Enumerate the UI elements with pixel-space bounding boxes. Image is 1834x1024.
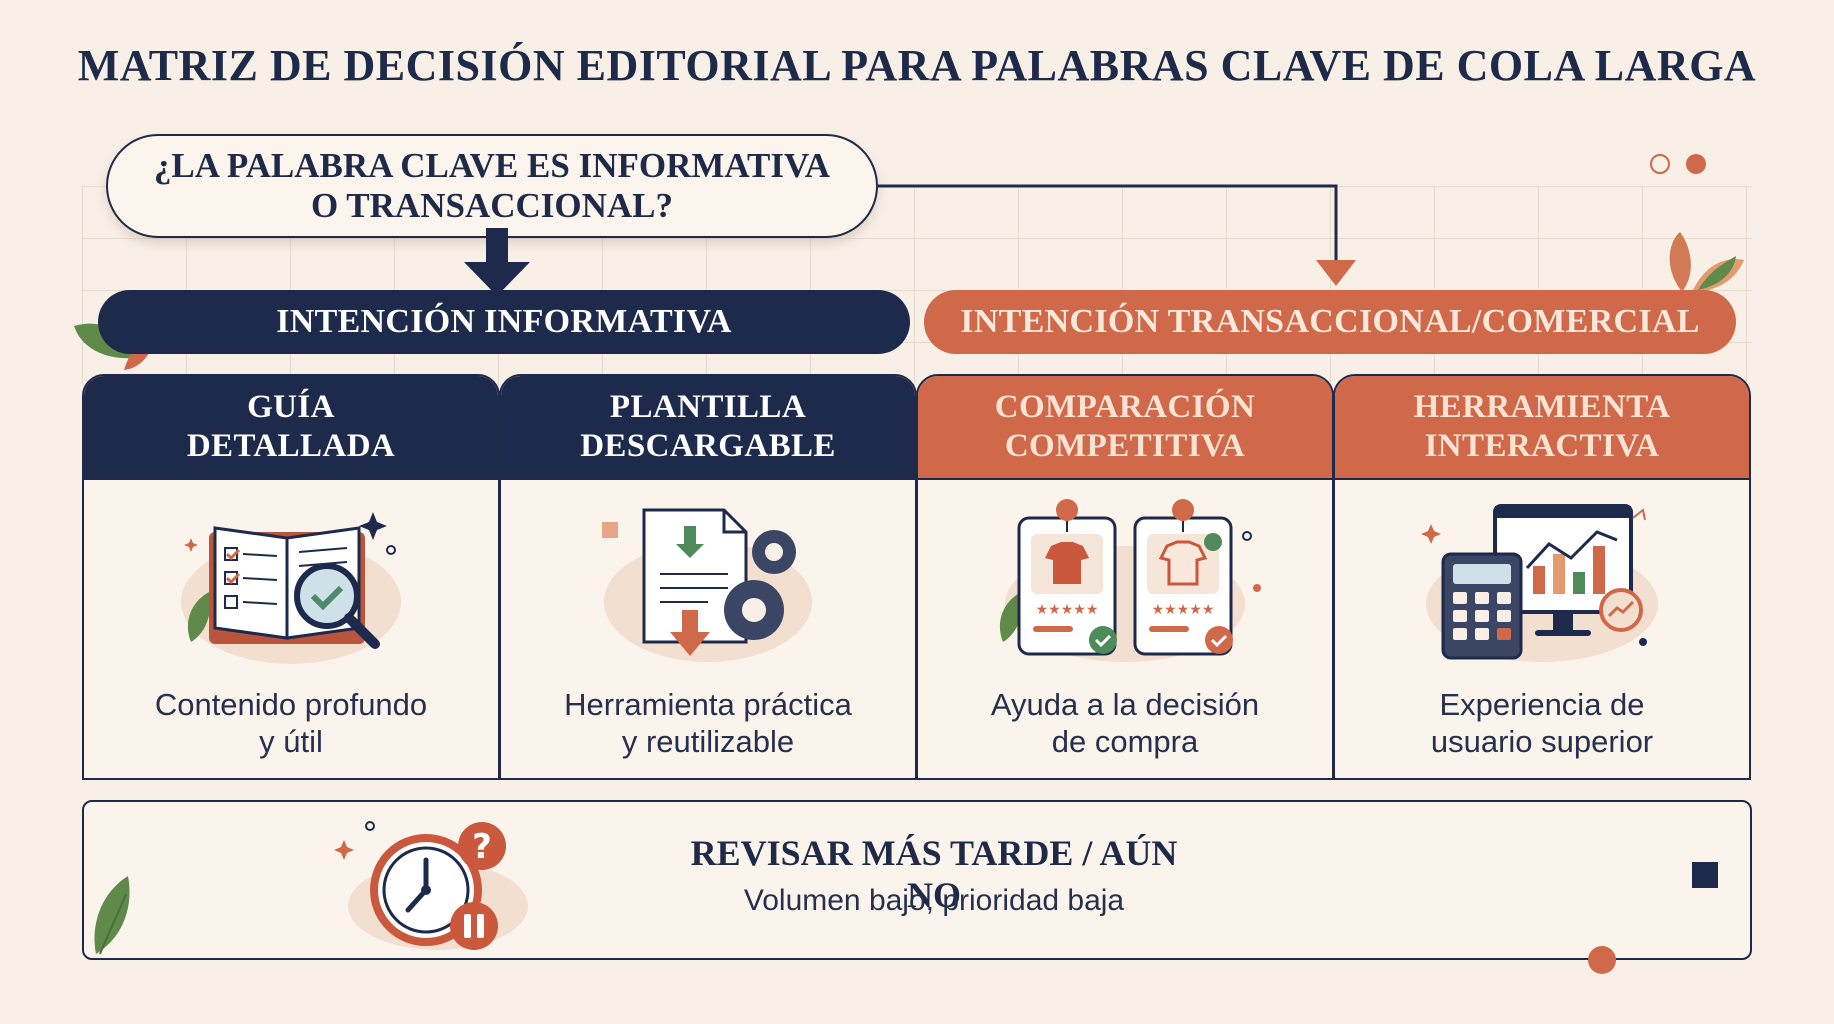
card-description-line-1: Contenido profundo bbox=[154, 687, 428, 722]
question-line-2: O TRANSACCIONAL? bbox=[310, 186, 674, 225]
open-book-magnifier-icon bbox=[84, 492, 498, 672]
band-informative-intent: INTENCIÓN INFORMATIVA bbox=[98, 290, 910, 354]
document-download-gears-icon bbox=[501, 492, 915, 672]
leaf-decoration-icon bbox=[94, 876, 130, 955]
card-title-line-1: HERRAMIENTA bbox=[1413, 389, 1671, 425]
card-description: Contenido profundo y útil bbox=[84, 686, 498, 760]
band-transactional-intent: INTENCIÓN TRANSACCIONAL/COMERCIAL bbox=[924, 290, 1736, 354]
card-description-line-1: Herramienta práctica bbox=[564, 687, 852, 722]
card-description-line-2: de compra bbox=[1051, 724, 1199, 759]
card-title-line-2: COMPETITIVA bbox=[1004, 428, 1246, 464]
review-subtitle: Volumen bajo, prioridad baja bbox=[743, 884, 1125, 917]
card-title-line-2: DESCARGABLE bbox=[580, 428, 836, 464]
review-later-panel: ? REVISAR MÁS TARDE / AÚN NO Volumen baj… bbox=[82, 800, 1752, 960]
card-description-line-1: Experiencia de bbox=[1439, 687, 1645, 722]
card-title-line-1: GUÍA bbox=[247, 389, 335, 425]
calculator-dashboard-icon bbox=[1335, 492, 1749, 672]
card-title: GUÍA DETALLADA bbox=[84, 376, 498, 480]
card-description-line-2: y útil bbox=[259, 724, 323, 759]
decorative-dots bbox=[1650, 154, 1706, 174]
card-description-line-2: y reutilizable bbox=[621, 724, 795, 759]
card-title-line-1: PLANTILLA bbox=[609, 389, 807, 425]
product-comparison-cards-icon: ★★★★★ ★★★★★ bbox=[918, 492, 1332, 672]
decision-question: ¿LA PALABRA CLAVE ES INFORMATIVA O TRANS… bbox=[106, 134, 878, 238]
card-title: COMPARACIÓN COMPETITIVA bbox=[918, 376, 1332, 480]
card-title-line-1: COMPARACIÓN bbox=[994, 389, 1256, 425]
card-downloadable-template: PLANTILLA DESCARGABLE Herramienta prácti… bbox=[499, 374, 917, 780]
review-title: REVISAR MÁS TARDE / AÚN NO bbox=[690, 833, 1178, 915]
svg-text:?: ? bbox=[472, 827, 492, 867]
svg-text:★★★★★: ★★★★★ bbox=[1036, 602, 1099, 618]
card-description-line-2: usuario superior bbox=[1430, 724, 1654, 759]
card-title: PLANTILLA DESCARGABLE bbox=[501, 376, 915, 480]
decorative-dot bbox=[1588, 946, 1616, 974]
card-title: HERRAMIENTA INTERACTIVA bbox=[1335, 376, 1749, 480]
card-title-line-2: INTERACTIVA bbox=[1424, 428, 1660, 464]
decorative-square bbox=[1692, 862, 1718, 888]
page-title: MATRIZ DE DECISIÓN EDITORIAL PARA PALABR… bbox=[77, 41, 1757, 90]
card-title-line-2: DETALLADA bbox=[186, 428, 396, 464]
card-description-line-1: Ayuda a la decisión bbox=[990, 687, 1260, 722]
card-description: Experiencia de usuario superior bbox=[1335, 686, 1749, 760]
clock-question-pause-icon: ? bbox=[334, 821, 528, 950]
card-interactive-tool: HERRAMIENTA INTERACTIVA bbox=[1333, 374, 1751, 780]
question-line-1: ¿LA PALABRA CLAVE ES INFORMATIVA bbox=[153, 146, 831, 185]
card-detailed-guide: GUÍA DETALLADA C bbox=[82, 374, 500, 780]
card-competitive-comparison: COMPARACIÓN COMPETITIVA ★★★★★ ★★★★★ bbox=[916, 374, 1334, 780]
card-description: Herramienta práctica y reutilizable bbox=[501, 686, 915, 760]
card-description: Ayuda a la decisión de compra bbox=[918, 686, 1332, 760]
leaf-decoration-icon bbox=[1669, 232, 1744, 292]
svg-text:★★★★★: ★★★★★ bbox=[1152, 602, 1215, 618]
